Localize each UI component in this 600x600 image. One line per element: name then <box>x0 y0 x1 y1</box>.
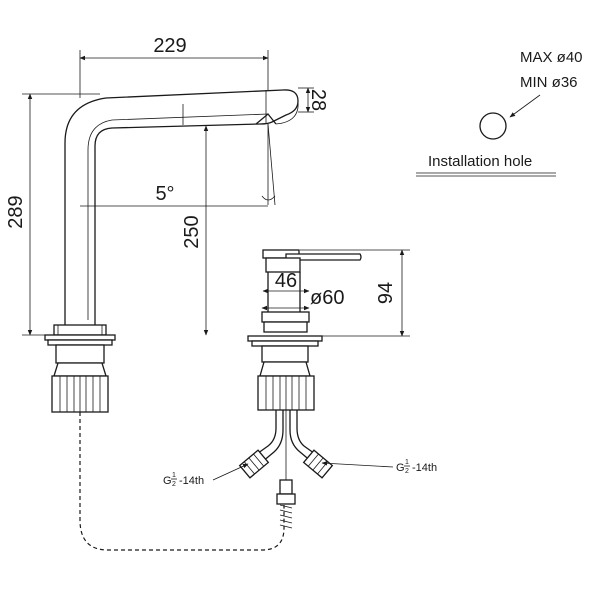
dim-spout-thickness: 28 <box>298 87 329 113</box>
svg-text:229: 229 <box>153 35 186 57</box>
mixer-base <box>247 335 323 411</box>
mixer-handle <box>261 249 362 333</box>
dim-handle-diameter: ø60 <box>261 287 344 311</box>
svg-text:2: 2 <box>172 481 176 488</box>
svg-text:G: G <box>163 475 172 487</box>
hole-label: Installation hole <box>428 153 532 170</box>
dim-handle-width: 46 <box>262 270 310 294</box>
svg-text:5°: 5° <box>155 183 174 205</box>
svg-text:289: 289 <box>5 195 27 228</box>
spout-body <box>64 89 299 325</box>
svg-text:46: 46 <box>275 270 297 292</box>
dim-total-height: 289 <box>5 93 100 336</box>
connection-label-left: G 1 2 -14th <box>163 463 249 488</box>
svg-text:250: 250 <box>181 215 203 248</box>
dim-spout-angle: 5° <box>80 123 276 207</box>
supply-hoses <box>238 410 334 529</box>
spout-base <box>44 324 116 413</box>
svg-text:94: 94 <box>375 282 397 304</box>
dim-spout-reach: 229 <box>79 35 269 98</box>
dim-spout-height: 250 <box>181 125 209 336</box>
svg-text:G: G <box>396 462 405 474</box>
svg-text:-14th: -14th <box>412 462 437 474</box>
svg-text:28: 28 <box>307 89 329 111</box>
hole-max: MAX ø40 <box>520 49 583 66</box>
svg-text:2: 2 <box>405 468 409 475</box>
hole-min: MIN ø36 <box>520 74 578 91</box>
svg-text:-14th: -14th <box>179 475 204 487</box>
svg-text:ø60: ø60 <box>310 287 344 309</box>
dim-handle-height: 94 <box>300 249 410 337</box>
installation-hole: MAX ø40 MIN ø36 Installation hole <box>416 49 583 177</box>
pull-out-hose-path <box>79 412 285 551</box>
connection-label-right: G 1 2 -14th <box>321 459 437 475</box>
svg-text:1: 1 <box>405 459 409 466</box>
svg-text:1: 1 <box>172 472 176 479</box>
